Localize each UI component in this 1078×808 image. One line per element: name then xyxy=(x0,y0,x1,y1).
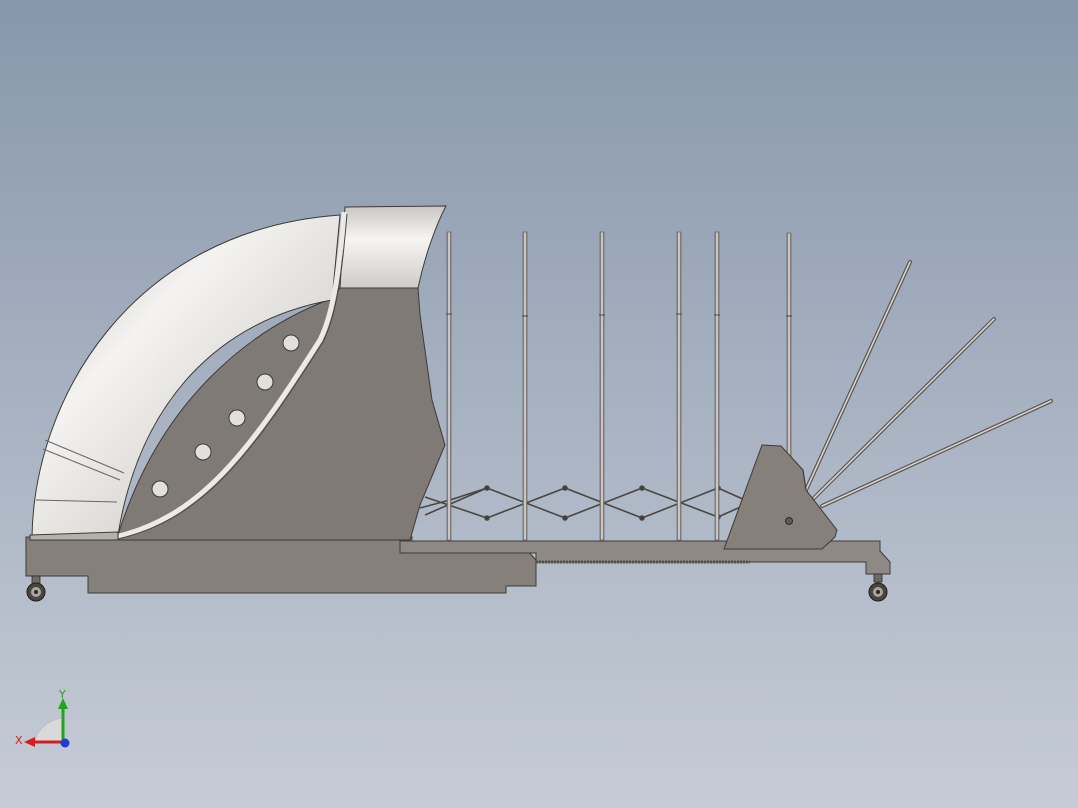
caster-wheel[interactable] xyxy=(868,573,888,602)
hole xyxy=(256,373,274,391)
hole xyxy=(194,443,212,461)
body-holes xyxy=(151,334,300,498)
mast[interactable] xyxy=(676,231,682,541)
y-axis-label: Y xyxy=(59,688,66,701)
scissor-linkage[interactable] xyxy=(419,485,746,521)
caster-wheels[interactable] xyxy=(26,573,888,602)
main-body[interactable] xyxy=(29,205,447,541)
mast[interactable] xyxy=(714,231,720,541)
rear-bracket[interactable] xyxy=(723,444,838,550)
angled-rod[interactable] xyxy=(812,317,996,500)
x-axis-label: X xyxy=(15,734,23,747)
angled-rod[interactable] xyxy=(820,399,1053,508)
top-cap[interactable] xyxy=(339,205,447,289)
curved-hood[interactable] xyxy=(31,214,341,538)
coordinate-triad xyxy=(24,698,70,748)
z-axis-dot xyxy=(60,738,70,748)
masts[interactable] xyxy=(446,231,792,541)
hole xyxy=(282,334,300,352)
mast[interactable] xyxy=(446,231,452,541)
mast[interactable] xyxy=(522,231,528,541)
hole xyxy=(151,480,169,498)
caster-wheel[interactable] xyxy=(26,575,46,602)
x-axis-arrow xyxy=(24,737,63,747)
mast[interactable] xyxy=(599,231,605,541)
y-axis-arrow xyxy=(58,698,68,740)
angled-rod[interactable] xyxy=(804,260,912,492)
angled-rods[interactable] xyxy=(804,260,1053,508)
hole xyxy=(228,409,246,427)
mast[interactable] xyxy=(786,232,792,486)
